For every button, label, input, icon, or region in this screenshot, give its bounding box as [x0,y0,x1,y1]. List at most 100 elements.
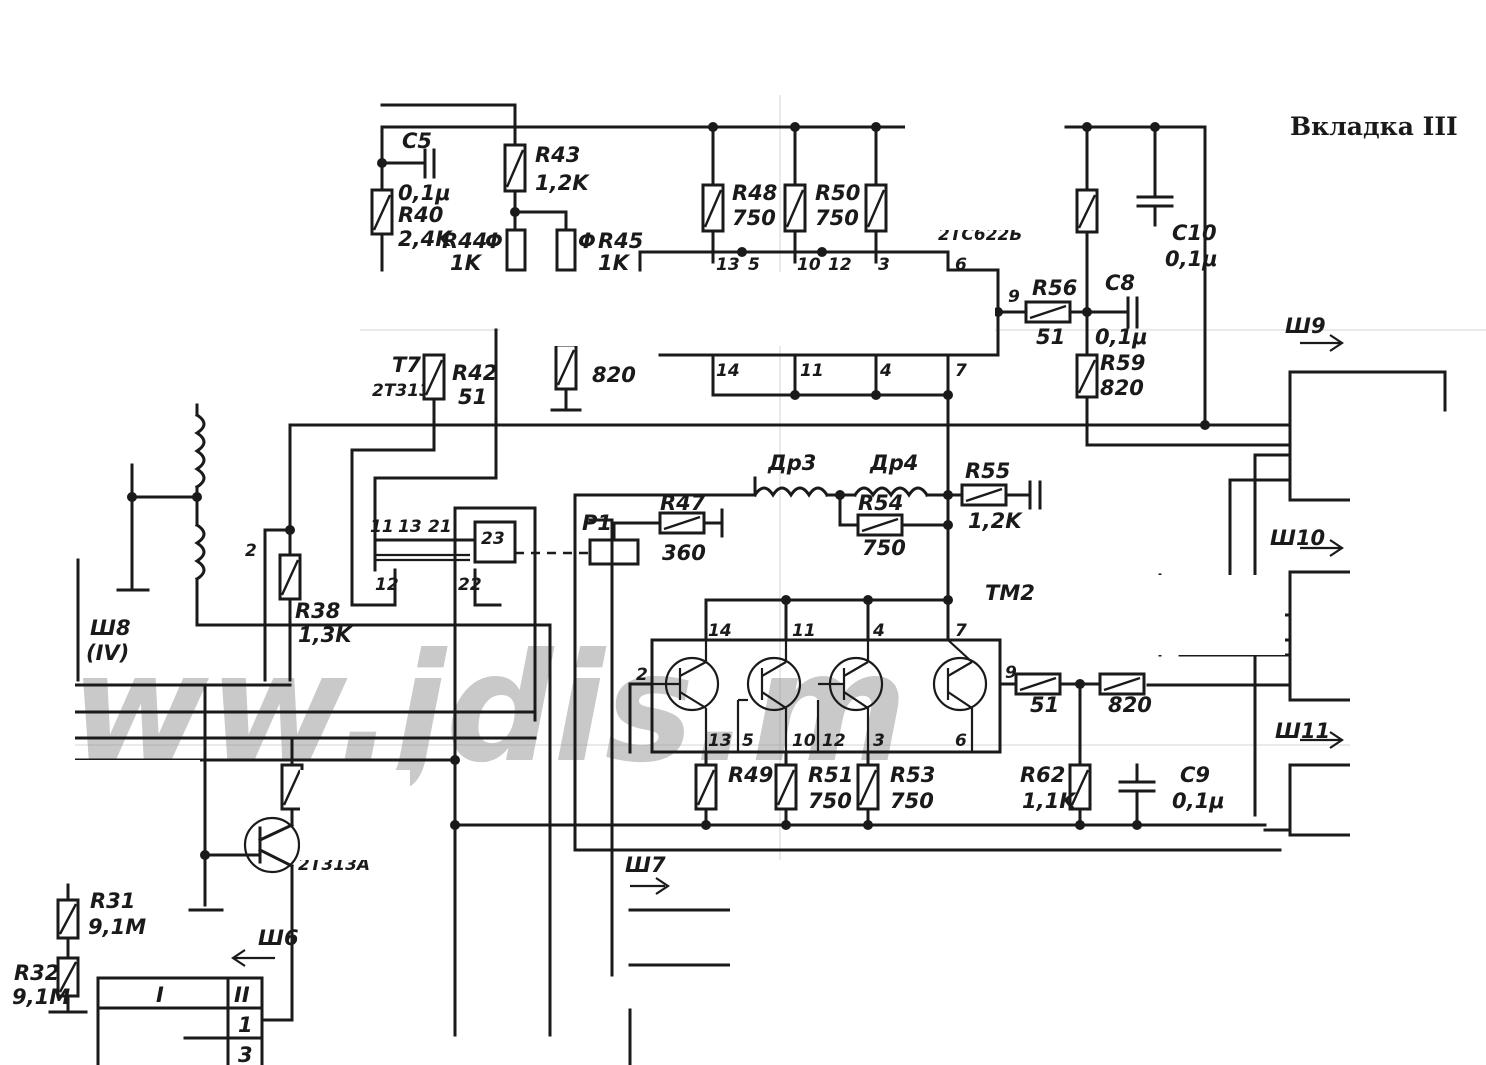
connector-sh7: Ш7 [573,518,1282,1065]
svg-text:2: 2 [636,665,648,685]
svg-text:820: 820 [1100,376,1144,400]
svg-text:Φ: Φ [485,229,503,253]
svg-text:T7: T7 [392,353,421,377]
svg-text:1,1K: 1,1K [1022,789,1077,813]
svg-text:R38: R38 [295,599,340,623]
transistor-t7: T7 2Т313А R42 51 [350,328,498,607]
svg-text:Ш9: Ш9 [1285,314,1326,338]
capacitor-c5: C5 0,1μ [377,129,451,205]
svg-text:360: 360 [662,541,706,565]
svg-text:4: 4 [879,361,892,381]
svg-text:Др4: Др4 [869,451,918,475]
svg-text:R44: R44 [442,229,487,253]
svg-text:12: 12 [375,575,399,595]
svg-text:0,1μ: 0,1μ [1165,247,1218,271]
svg-text:II: II [234,983,250,1007]
svg-text:R62: R62 [1020,763,1065,787]
svg-text:R48: R48 [732,181,777,205]
svg-text:13: 13 [716,255,740,275]
svg-text:0,1μ: 0,1μ [1172,789,1225,813]
svg-text:R32: R32 [14,961,59,985]
page-title: Вкладка III [1290,112,1458,141]
resistor-r38: R38 1,3K [263,525,353,682]
mid-bus [288,420,1210,532]
output-network-top: R56 51 C8 0,1μ R59 820 C10 0,1μ [996,125,1292,447]
connector-sh6-table: Ш6 I II 1 3 [96,926,299,1065]
svg-text:10: 10 [797,255,821,275]
svg-text:2,4K: 2,4K [398,227,453,251]
svg-text:51: 51 [458,385,487,409]
switch-block: 11 13 21 23 12 22 2 [245,506,537,722]
svg-text:R55: R55 [965,459,1010,483]
svg-text:11: 11 [792,621,816,641]
svg-text:R53: R53 [890,763,935,787]
svg-text:Ш10: Ш10 [1270,526,1325,550]
svg-text:R59: R59 [1100,351,1145,375]
svg-text:12: 12 [822,731,846,751]
svg-text:0,1μ: 0,1μ [398,181,451,205]
svg-text:9,1M: 9,1M [88,915,146,939]
svg-text:5: 5 [742,731,754,751]
svg-text:C10: C10 [1172,221,1217,245]
svg-text:13: 13 [398,517,422,537]
svg-text:14: 14 [708,621,732,641]
svg-text:51: 51 [1036,325,1065,349]
svg-text:C5: C5 [402,129,432,153]
svg-text:6: 6 [955,731,967,751]
svg-text:R49: R49 [728,763,773,787]
resistor-r46: 820 820 [550,343,636,412]
resistors-r49-r51-r53: R49 R51 750 R53 750 [638,750,1267,830]
svg-text:750: 750 [862,536,906,560]
relay-p1: P1 R47 360 [515,491,724,566]
svg-text:750: 750 [808,789,852,813]
svg-text:750: 750 [732,206,776,230]
svg-text:Ш6: Ш6 [258,926,299,950]
svg-text:11: 11 [370,517,394,537]
svg-text:1,2K: 1,2K [535,171,590,195]
svg-text:2: 2 [245,541,257,561]
svg-text:(IV): (IV) [86,641,129,665]
svg-text:750: 750 [890,789,934,813]
svg-text:4: 4 [872,621,885,641]
resistor-r43: R43 1,2K [503,143,590,232]
svg-text:R43: R43 [535,143,580,167]
svg-text:R42: R42 [452,361,497,385]
svg-text:TM2: TM2 [985,581,1035,605]
svg-text:1: 1 [238,1013,253,1037]
svg-text:R47: R47 [660,491,706,515]
svg-text:P1: P1 [582,511,612,535]
chokes-dr3-dr4: Др3 Др4 R54 750 R55 1,2K [573,451,1042,852]
svg-text:R50: R50 [815,181,860,205]
resistors-r44-r45: R44 1K Φ Φ R45 1K [442,228,643,275]
svg-text:1K: 1K [598,251,631,275]
svg-text:21: 21 [428,517,452,537]
svg-text:12: 12 [828,255,852,275]
ic-tm1: 13 5 10 12 3 6 9 14 11 4 7 [638,247,1020,622]
svg-text:0,1μ: 0,1μ [1095,325,1148,349]
svg-text:R51: R51 [808,763,853,787]
resistor-r40: R40 2,4K [370,188,453,251]
svg-text:7: 7 [955,361,967,381]
svg-text:820: 820 [592,363,636,387]
svg-text:14: 14 [716,361,740,381]
svg-text:R31: R31 [90,889,135,913]
transformer-left [116,403,552,1037]
svg-text:1K: 1K [450,251,483,275]
svg-text:23: 23 [481,529,505,549]
svg-text:22: 22 [458,575,482,595]
svg-text:11: 11 [800,361,824,381]
svg-text:Др3: Др3 [767,451,816,475]
svg-text:I: I [156,983,164,1007]
svg-text:3: 3 [878,255,890,275]
resistors-r31-r32: R31 9,1M R32 9,1M [12,883,146,1014]
svg-text:7: 7 [955,621,967,641]
svg-text:R56: R56 [1032,276,1077,300]
svg-text:1,2K: 1,2K [968,509,1023,533]
svg-text:9,1M: 9,1M [12,985,70,1009]
svg-text:9: 9 [1005,663,1017,683]
svg-text:13: 13 [708,731,732,751]
svg-text:R45: R45 [598,229,643,253]
